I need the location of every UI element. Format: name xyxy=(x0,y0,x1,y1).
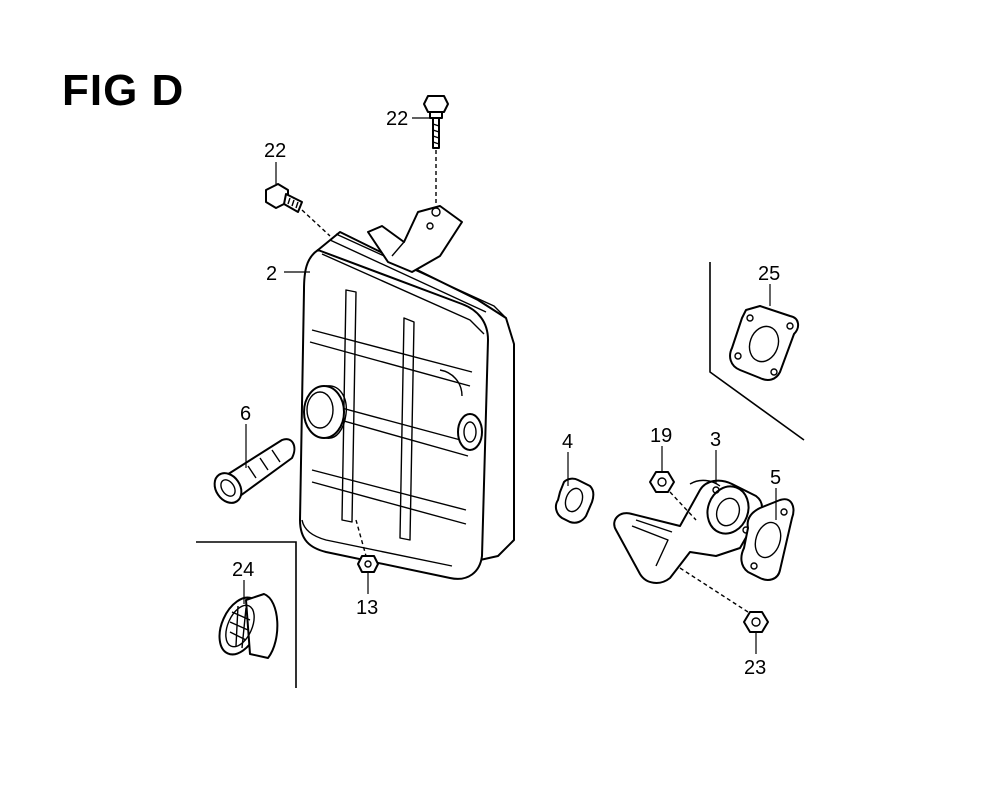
callout-23: 23 xyxy=(744,657,766,679)
callout-3: 3 xyxy=(710,429,721,451)
part-25-box xyxy=(709,262,805,441)
bolt-22-left xyxy=(265,183,331,237)
leader-lines xyxy=(243,117,777,654)
callout-22-left: 22 xyxy=(264,140,286,162)
exhaust-elbow-3 xyxy=(613,479,763,584)
callout-5: 5 xyxy=(770,467,781,489)
bolt-22-top xyxy=(423,95,449,206)
callout-6: 6 xyxy=(240,403,251,425)
gasket-4 xyxy=(554,477,595,524)
callout-22-top: 22 xyxy=(386,108,408,130)
gasket-5 xyxy=(740,498,795,581)
bolt-13 xyxy=(355,519,379,573)
callout-2: 2 xyxy=(266,263,277,285)
callout-19: 19 xyxy=(650,425,672,447)
nut-19 xyxy=(649,471,697,521)
muffler-body xyxy=(299,231,515,580)
spark-arrester-screen xyxy=(213,438,296,504)
nut-23 xyxy=(679,567,769,633)
muffler-bracket xyxy=(367,205,463,273)
callout-labels: 22 22 2 25 6 4 19 3 5 24 13 23 xyxy=(232,108,781,679)
callout-25: 25 xyxy=(758,263,780,285)
figure-title: FIG D xyxy=(62,66,185,115)
callout-24: 24 xyxy=(232,559,254,581)
callout-13: 13 xyxy=(356,597,378,619)
part-24-box xyxy=(196,541,297,688)
callout-4: 4 xyxy=(562,431,573,453)
